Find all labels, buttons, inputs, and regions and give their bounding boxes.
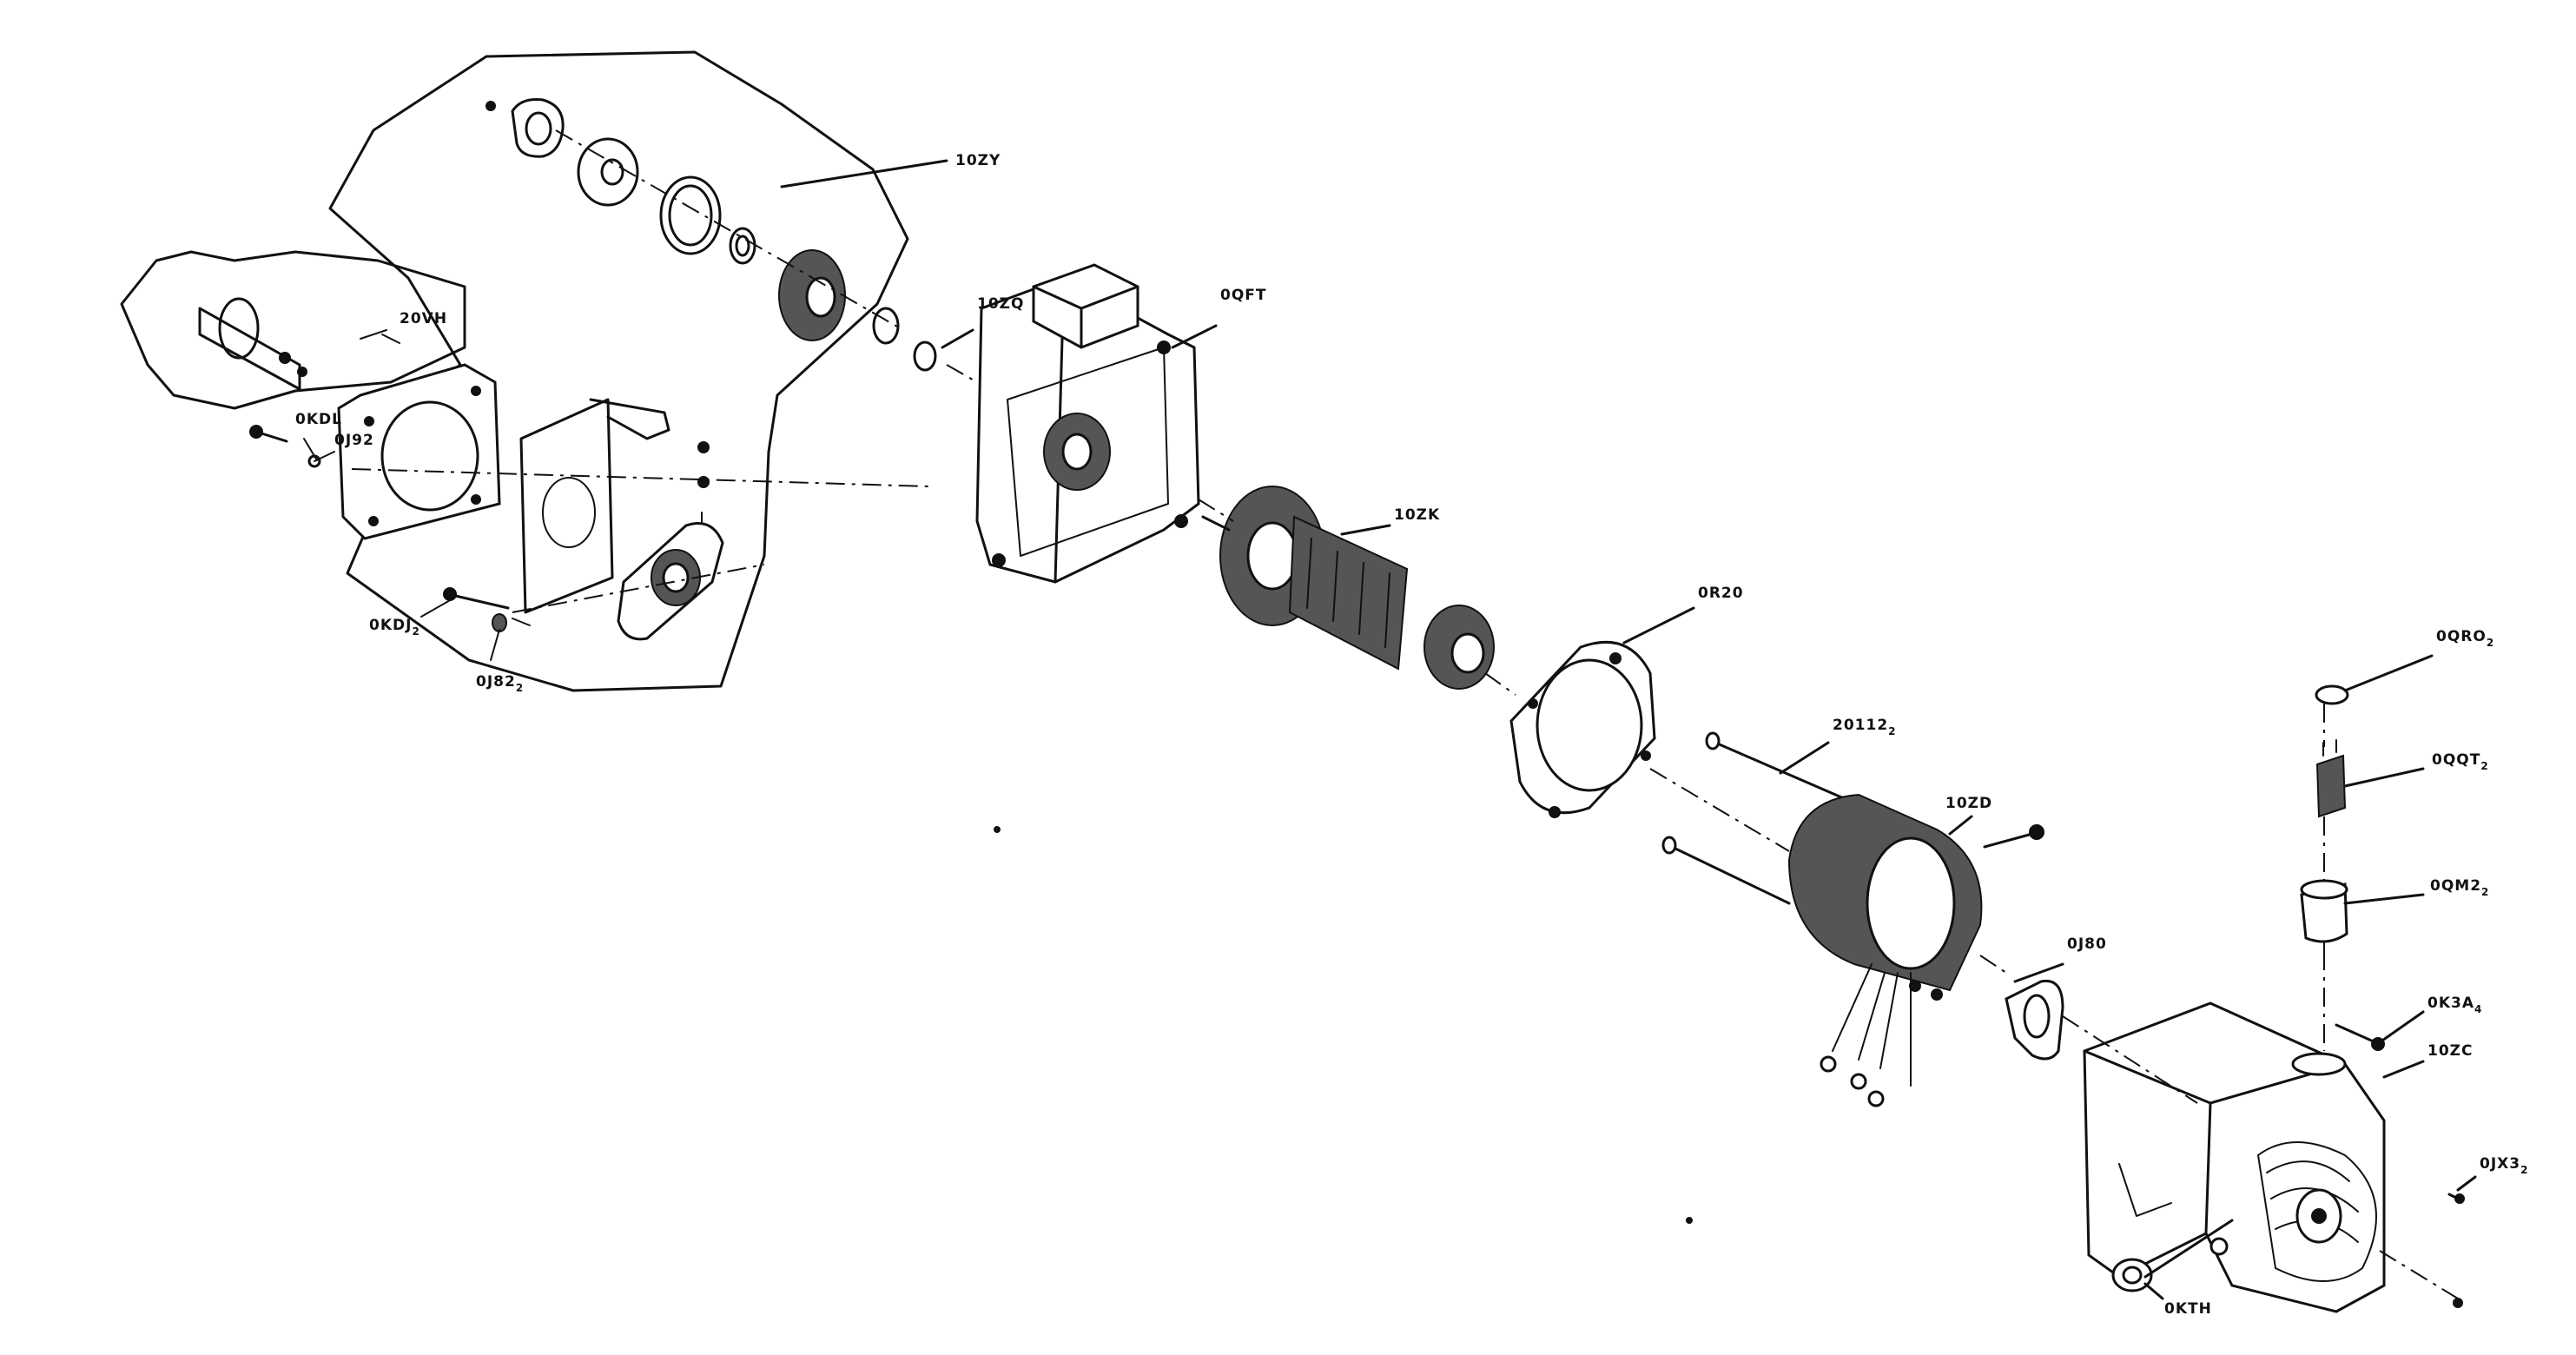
label-0r20: 0R20 bbox=[1698, 585, 1744, 602]
armature bbox=[1201, 486, 1495, 690]
brush-holder-ring bbox=[1509, 640, 1656, 818]
label-0qft: 0QFT bbox=[1220, 287, 1267, 304]
assembly-centerline bbox=[351, 129, 2459, 1299]
label-0kth: 0KTH bbox=[2164, 1300, 2212, 1318]
part-labels: 10ZY 20VH 0KDL 0J92 0KDJ2 0J822 10ZQ 0QF… bbox=[295, 152, 2528, 1318]
spindle-group-outline bbox=[120, 250, 466, 410]
label-10zd: 10ZD bbox=[1945, 795, 1992, 812]
label-0kdj: 0KDJ2 bbox=[369, 617, 420, 638]
label-0j82: 0J822 bbox=[476, 673, 524, 694]
label-0qm2: 0QM22 bbox=[2430, 877, 2489, 898]
center-housing bbox=[913, 263, 1200, 584]
label-10zq: 10ZQ bbox=[977, 295, 1024, 313]
label-10zy: 10ZY bbox=[955, 152, 1001, 169]
specks bbox=[994, 826, 1693, 1224]
mounting-bracket bbox=[519, 398, 710, 614]
label-0k3a: 0K3A4 bbox=[2427, 995, 2482, 1015]
gasket bbox=[2005, 979, 2064, 1061]
label-20112: 201122 bbox=[1833, 717, 1897, 737]
label-0qqt: 0QQT2 bbox=[2432, 751, 2489, 772]
label-0qro: 0QRO2 bbox=[2436, 628, 2494, 649]
spindle-shaft bbox=[198, 297, 400, 391]
label-0jx3: 0JX32 bbox=[2480, 1155, 2528, 1176]
field-stator bbox=[1787, 793, 2044, 1107]
gear-group-outline bbox=[328, 50, 909, 692]
strain-relief-nut bbox=[2111, 1258, 2153, 1292]
label-0j80: 0J80 bbox=[2067, 935, 2107, 953]
label-10zc: 10ZC bbox=[2427, 1042, 2473, 1060]
bearing-retainer bbox=[617, 522, 724, 641]
label-10zk: 10ZK bbox=[1394, 506, 1440, 524]
gear-plate bbox=[337, 363, 501, 540]
leader-lines bbox=[303, 159, 2477, 1300]
motor-housing bbox=[2083, 1001, 2465, 1313]
label-0j92: 0J92 bbox=[334, 432, 374, 449]
label-20vh: 20VH bbox=[400, 310, 447, 327]
label-0kdl: 0KDL bbox=[295, 411, 342, 428]
gear-train-parts bbox=[485, 98, 900, 345]
long-screws bbox=[1661, 731, 1847, 905]
